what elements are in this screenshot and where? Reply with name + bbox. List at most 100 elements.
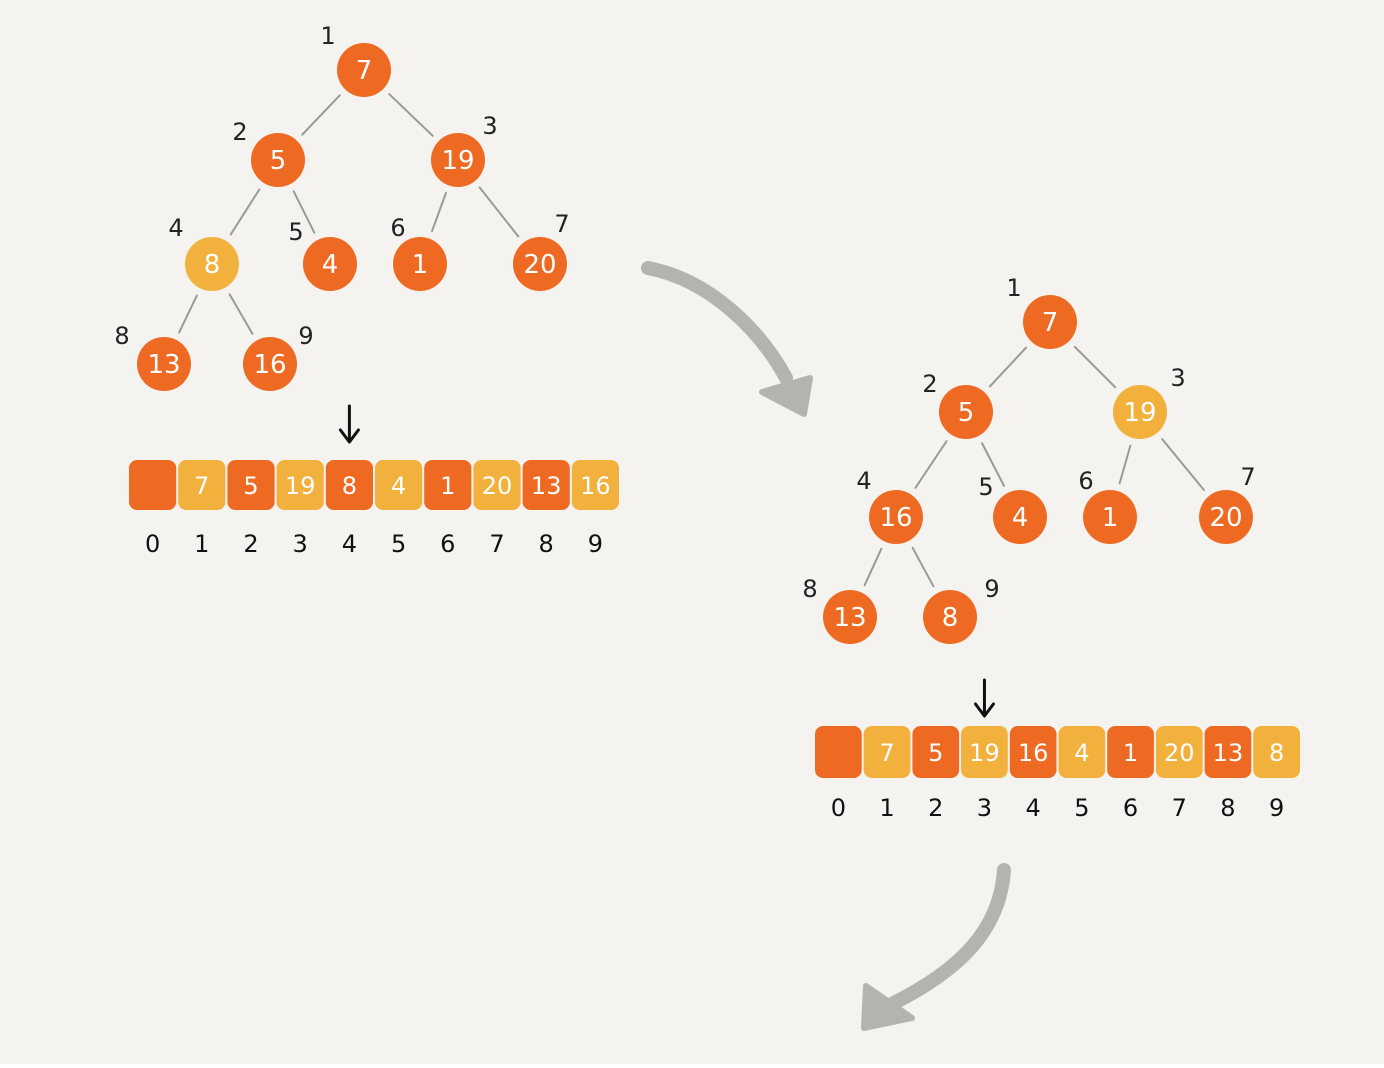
transition-arrow-2 bbox=[861, 863, 1011, 1031]
array-cell: 16 bbox=[1009, 726, 1057, 778]
array-cell-box bbox=[473, 460, 521, 510]
tree-node: 13 bbox=[137, 337, 191, 391]
array-index-label: 8 bbox=[1220, 794, 1235, 822]
node-value: 13 bbox=[147, 350, 180, 380]
array-cell-value: 19 bbox=[285, 472, 316, 500]
array-cell-value: 5 bbox=[243, 472, 258, 500]
array-cell-value: 4 bbox=[391, 472, 406, 500]
node-circle bbox=[1199, 490, 1253, 544]
tree-edge bbox=[292, 190, 316, 234]
node-index-label: 5 bbox=[978, 473, 993, 501]
node-index-label: 6 bbox=[1078, 467, 1093, 495]
node-value: 4 bbox=[1012, 503, 1029, 533]
array-index-label: 5 bbox=[391, 530, 406, 558]
node-index-label: 4 bbox=[856, 467, 871, 495]
array-cell: 7 bbox=[178, 460, 226, 510]
array-index-label: 0 bbox=[145, 530, 160, 558]
array-cell-value: 16 bbox=[1018, 739, 1049, 767]
array-cell: 5 bbox=[227, 460, 275, 510]
array-cell-box bbox=[375, 460, 423, 510]
node-circle bbox=[337, 43, 391, 97]
array-cell-box bbox=[1107, 726, 1154, 778]
transition-arrows bbox=[641, 261, 1011, 1031]
array-cell-value: 16 bbox=[580, 472, 611, 500]
tree-edge bbox=[863, 547, 883, 587]
array-cell-value: 7 bbox=[879, 739, 894, 767]
node-value: 1 bbox=[1102, 503, 1119, 533]
array-cell-value: 5 bbox=[928, 739, 943, 767]
array-cell bbox=[815, 726, 862, 778]
node-value: 13 bbox=[833, 603, 866, 633]
pointer-arrow bbox=[973, 678, 995, 718]
node-value: 19 bbox=[441, 146, 474, 176]
tree-node: 1 bbox=[393, 237, 447, 291]
node-circle bbox=[869, 490, 923, 544]
node-index-label: 6 bbox=[390, 214, 405, 242]
node-circle bbox=[939, 385, 993, 439]
node-index-label: 2 bbox=[922, 370, 937, 398]
array-cell-value: 13 bbox=[531, 472, 562, 500]
tree-node: 20 bbox=[1199, 490, 1253, 544]
node-index-label: 4 bbox=[168, 214, 183, 242]
array-cell-value: 1 bbox=[440, 472, 455, 500]
array-cell-value: 8 bbox=[1269, 739, 1284, 767]
array-cell-box bbox=[522, 460, 570, 510]
tree-edge bbox=[388, 93, 434, 137]
array-cell-box bbox=[815, 726, 862, 778]
node-circle bbox=[513, 237, 567, 291]
tree-node: 16 bbox=[869, 490, 923, 544]
node-index-label: 9 bbox=[984, 575, 999, 603]
array-index-label: 3 bbox=[293, 530, 308, 558]
tree-edge bbox=[1161, 438, 1205, 491]
node-circle bbox=[393, 237, 447, 291]
array-index-label: 5 bbox=[1074, 794, 1089, 822]
array-cell: 20 bbox=[1155, 726, 1203, 778]
array-cell-box bbox=[227, 460, 275, 510]
array-cell-box bbox=[1009, 726, 1057, 778]
array-cell: 1 bbox=[1107, 726, 1154, 778]
array-cell-value: 7 bbox=[194, 472, 209, 500]
array-index-label: 7 bbox=[489, 530, 504, 558]
node-value: 7 bbox=[356, 56, 373, 86]
array-index-label: 1 bbox=[879, 794, 894, 822]
array-index-label: 7 bbox=[1172, 794, 1187, 822]
array-cell bbox=[129, 460, 177, 510]
array-index-label: 0 bbox=[831, 794, 846, 822]
node-value: 20 bbox=[523, 250, 556, 280]
node-circle bbox=[137, 337, 191, 391]
array-index-label: 4 bbox=[1026, 794, 1041, 822]
node-index-label: 5 bbox=[288, 218, 303, 246]
array-cell-box bbox=[863, 726, 911, 778]
array-cell-value: 4 bbox=[1074, 739, 1089, 767]
array-cell-box bbox=[912, 726, 960, 778]
tree-node: 19 bbox=[431, 133, 485, 187]
array-cell: 7 bbox=[863, 726, 911, 778]
array-index-label: 2 bbox=[243, 530, 258, 558]
node-value: 5 bbox=[270, 146, 287, 176]
array-cell: 13 bbox=[522, 460, 570, 510]
tree-edge bbox=[431, 191, 447, 233]
tree-node: 4 bbox=[993, 490, 1047, 544]
node-index-label: 8 bbox=[114, 322, 129, 350]
node-circle bbox=[243, 337, 297, 391]
array-cell-box bbox=[129, 460, 177, 510]
array-cell-box bbox=[178, 460, 226, 510]
tree-node: 5 bbox=[939, 385, 993, 439]
tree-node: 5 bbox=[251, 133, 305, 187]
node-circle bbox=[1113, 385, 1167, 439]
node-value: 1 bbox=[412, 250, 429, 280]
tree-edge bbox=[1073, 345, 1117, 389]
node-value: 19 bbox=[1123, 398, 1156, 428]
node-circle bbox=[1083, 490, 1137, 544]
array-cell-box bbox=[424, 460, 472, 510]
node-value: 8 bbox=[204, 250, 221, 280]
transition-arrow-1 bbox=[641, 261, 813, 417]
node-circle bbox=[185, 237, 239, 291]
array-index-label: 6 bbox=[440, 530, 455, 558]
node-value: 7 bbox=[1042, 308, 1059, 338]
node-circle bbox=[431, 133, 485, 187]
array-index-label: 4 bbox=[342, 530, 357, 558]
array-cell: 19 bbox=[961, 726, 1008, 778]
